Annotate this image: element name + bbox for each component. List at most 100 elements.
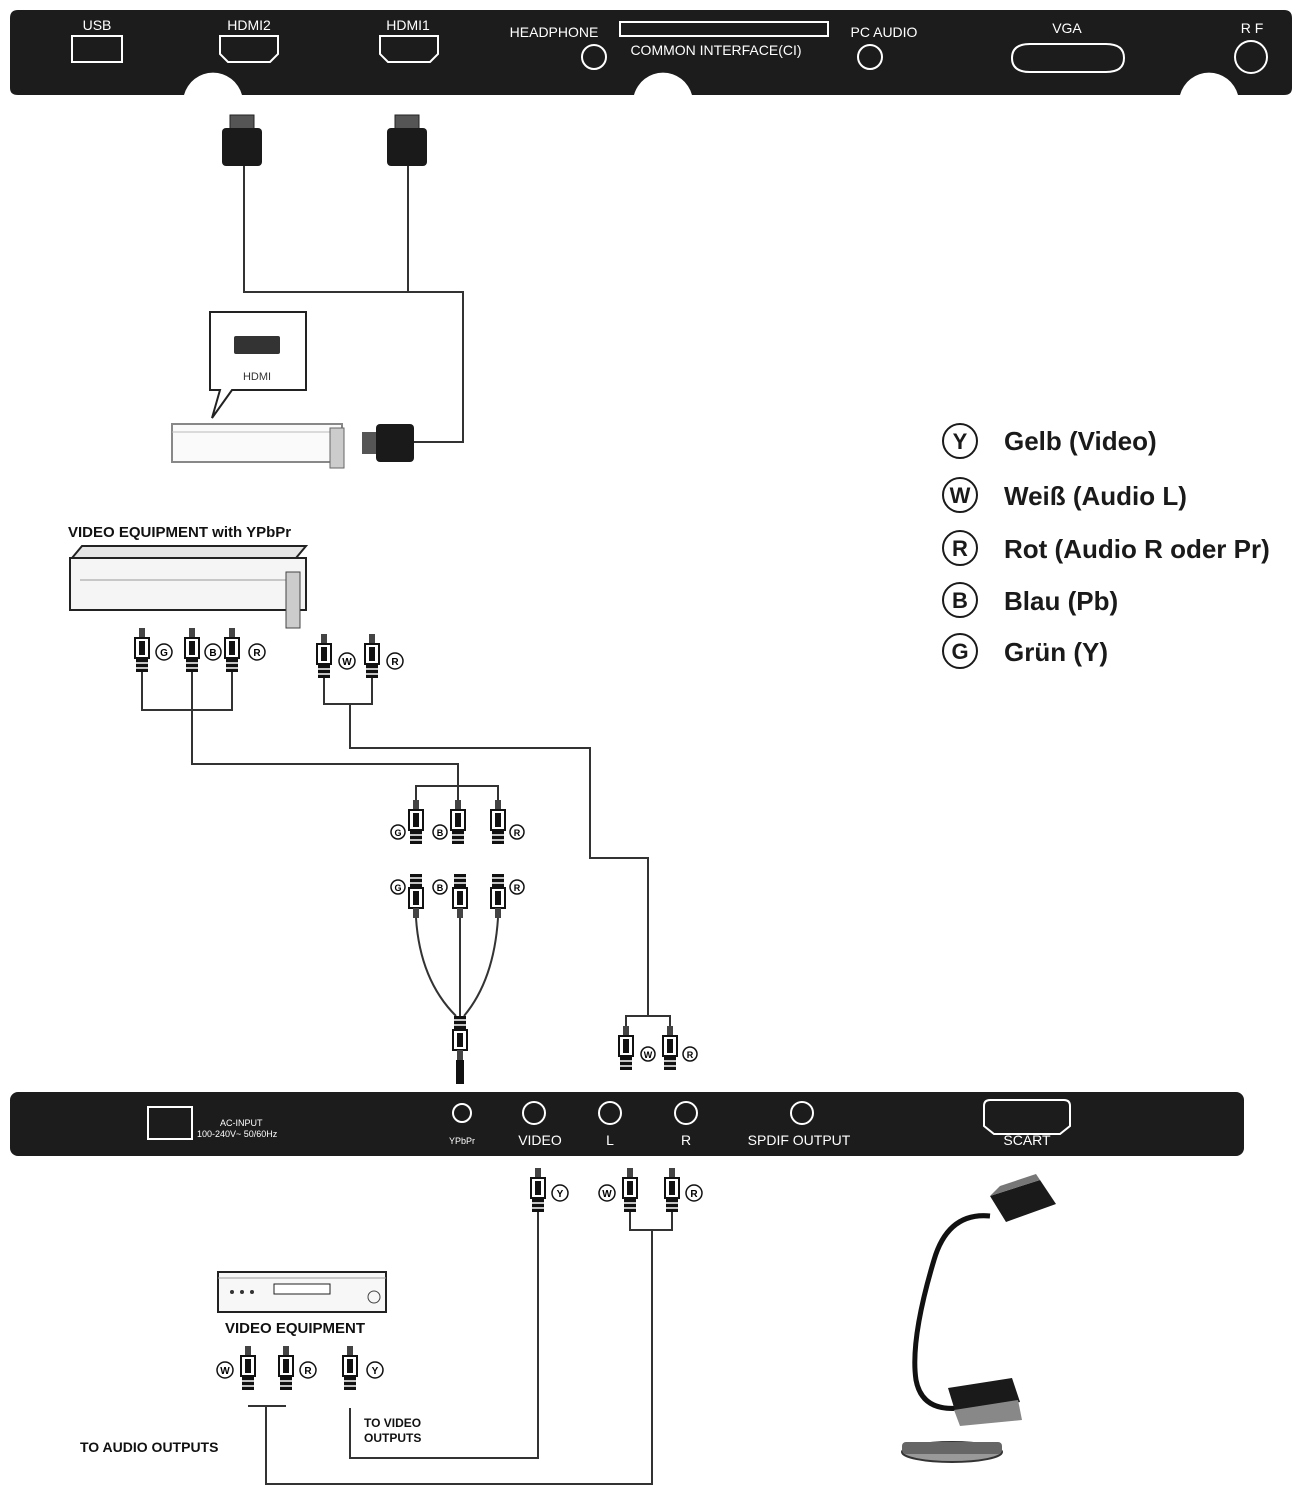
svg-text:R: R (514, 883, 521, 893)
svg-text:R: R (304, 1366, 312, 1377)
hdmi-source-device (171, 311, 345, 469)
to-video-line1: TO VIDEO (364, 1416, 421, 1430)
svg-text:B: B (209, 648, 216, 659)
video-output-plug (530, 1167, 546, 1213)
svg-text:W: W (644, 1050, 653, 1060)
svg-text:R: R (391, 657, 399, 668)
svg-text:R: R (514, 828, 521, 838)
audio-input-tags: W R (640, 1046, 698, 1062)
usb-label: USB (83, 17, 112, 33)
scart-label: SCART (1003, 1132, 1051, 1148)
legend-badge-icon (942, 633, 978, 669)
equip-plug-white (240, 1345, 256, 1391)
hdmi-cable (243, 166, 464, 443)
legend-badge-icon (942, 530, 978, 566)
svg-text:G: G (394, 828, 401, 838)
hdmi1-cable-plug (387, 114, 427, 166)
legend-badge-icon (942, 477, 978, 513)
audio-output-cable (248, 1212, 673, 1485)
video-jack-label: VIDEO (518, 1132, 562, 1148)
audio-l-jack (598, 1101, 622, 1125)
mid-plug-blue (450, 799, 466, 845)
headphone-jack (581, 44, 607, 70)
audio-r-label: R (681, 1132, 691, 1148)
to-video-line2: OUTPUTS (364, 1431, 421, 1445)
legend-letter: W (950, 483, 971, 508)
vga-port (1010, 43, 1126, 73)
video-output-cable (349, 1212, 539, 1459)
vga-label: VGA (1052, 20, 1082, 36)
device-plug-red (224, 627, 240, 673)
svg-text:W: W (220, 1366, 230, 1377)
audio-cable-upper (323, 678, 671, 1026)
legend-badge-icon (942, 423, 978, 459)
top-connector-panel (10, 10, 1292, 95)
spdif-label: SPDIF OUTPUT (748, 1132, 851, 1148)
equip-plug-yellow (342, 1345, 358, 1391)
legend-text: Weiß (Audio L) (1004, 481, 1187, 511)
pc-audio-jack (857, 44, 883, 70)
mid-plug-red (490, 799, 506, 845)
device-plug-tags: G B R W R (155, 643, 404, 670)
svg-text:R: R (690, 1189, 698, 1200)
svg-text:W: W (602, 1189, 612, 1200)
legend-item-white: W Weiß (Audio L) (942, 477, 1187, 513)
rf-port (1234, 40, 1268, 74)
ypbpr-equipment-title: VIDEO EQUIPMENT with YPbPr (68, 524, 291, 541)
headphone-label: HEADPHONE (510, 24, 599, 40)
legend-text: Grün (Y) (1004, 637, 1108, 667)
device-plug-blue (184, 627, 200, 673)
audio-l-input-plug (618, 1025, 634, 1071)
ypbpr-jack (452, 1103, 472, 1123)
svg-text:G: G (394, 883, 401, 893)
mid-socket-red (490, 873, 506, 919)
svg-text:G: G (160, 648, 168, 659)
hdmi1-port (379, 35, 439, 63)
svg-text:R: R (687, 1050, 694, 1060)
device-plug-white (316, 633, 332, 679)
output-plug-tags: Y W R (551, 1184, 703, 1202)
svg-text:Y: Y (372, 1366, 379, 1377)
legend-text: Blau (Pb) (1004, 586, 1118, 616)
ypbpr-jack-label: YPbPr (449, 1136, 475, 1146)
legend-letter: G (951, 639, 968, 664)
svg-text:Y: Y (557, 1189, 564, 1200)
rf-label: R F (1241, 20, 1264, 36)
audio-l-output-plug (622, 1167, 638, 1213)
mid-socket-blue (452, 873, 468, 919)
legend-item-blue: B Blau (Pb) (942, 582, 1118, 618)
legend-item-green: G Grün (Y) (942, 633, 1108, 669)
component-cable (141, 672, 499, 800)
ypbpr-plug-tip (456, 1060, 464, 1084)
svg-text:W: W (342, 657, 352, 668)
ypbpr-video-equipment (69, 545, 309, 629)
equip-plug-red (278, 1345, 294, 1391)
spdif-jack (790, 1101, 814, 1125)
legend-letter: Y (953, 429, 968, 454)
ypbpr-input-plug (452, 1015, 468, 1061)
legend-text: Gelb (Video) (1004, 426, 1157, 456)
hdmi2-label: HDMI2 (227, 17, 271, 33)
ac-input-socket (147, 1106, 193, 1140)
legend-letter: B (952, 588, 968, 613)
mid-socket-green (408, 873, 424, 919)
ci-label: COMMON INTERFACE(CI) (630, 42, 801, 58)
hdmi-device-plug (362, 424, 414, 462)
color-legend: Y Gelb (Video) W Weiß (Audio L) R Rot (A… (942, 423, 1270, 669)
hdmi2-cable-plug (222, 114, 262, 166)
svg-text:B: B (437, 828, 444, 838)
video-equipment-device (217, 1271, 387, 1313)
video-equipment-title: VIDEO EQUIPMENT (225, 1320, 365, 1337)
legend-item-red: R Rot (Audio R oder Pr) (942, 530, 1270, 566)
mid-plug-green (408, 799, 424, 845)
legend-text: Rot (Audio R oder Pr) (1004, 534, 1270, 564)
ci-slot (619, 21, 829, 37)
legend-letter: R (952, 536, 968, 561)
to-audio-outputs-label: TO AUDIO OUTPUTS (80, 1439, 218, 1455)
video-jack (522, 1101, 546, 1125)
audio-r-jack (674, 1101, 698, 1125)
ac-input-voltage: 100-240V~ 50/60Hz (197, 1129, 278, 1139)
audio-r-input-plug (662, 1025, 678, 1071)
